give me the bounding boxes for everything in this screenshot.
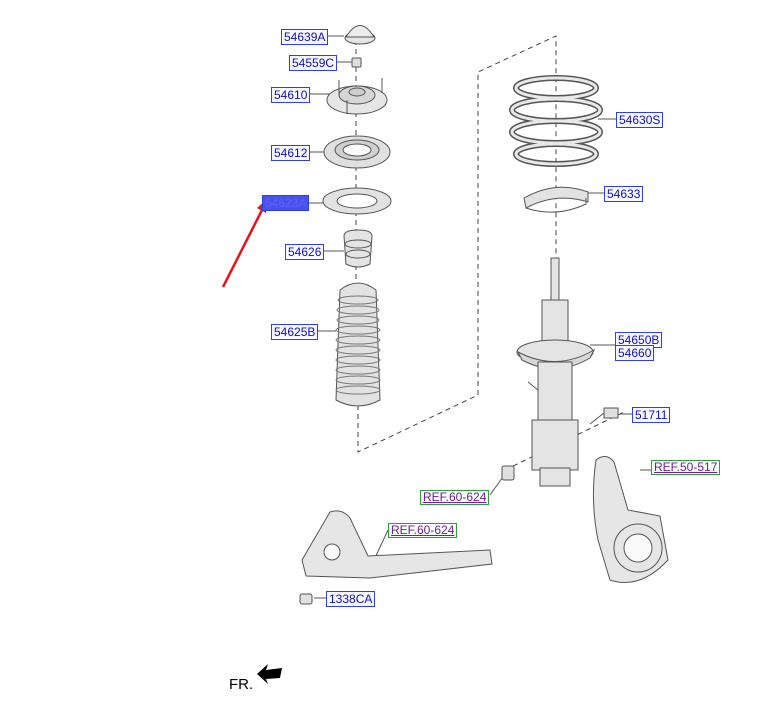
part-label-54650b[interactable]: 54650B xyxy=(615,332,663,348)
front-direction-arrow-icon xyxy=(257,664,282,684)
part-label-54559c[interactable]: 54559C xyxy=(289,55,338,71)
part-label-54625b[interactable]: 54625B xyxy=(271,324,319,340)
part-label-51711[interactable]: 51711 xyxy=(632,407,671,423)
part-label-54612[interactable]: 54612 xyxy=(271,145,311,161)
ref-link-50-517[interactable]: REF.50-517 xyxy=(651,460,721,475)
part-label-54630s[interactable]: 54630S xyxy=(616,112,664,128)
part-label-54639a[interactable]: 54639A xyxy=(281,29,329,45)
ref-link-60-624-subframe[interactable]: REF.60-624 xyxy=(388,523,458,538)
part-label-1338ca[interactable]: 1338CA xyxy=(326,591,376,607)
front-direction-label: FR. xyxy=(229,676,254,693)
part-label-54626[interactable]: 54626 xyxy=(285,244,325,260)
ref-link-60-624-nut[interactable]: REF.60-624 xyxy=(420,490,490,505)
part-label-54623a[interactable]: 54623A xyxy=(262,195,310,211)
part-label-54610[interactable]: 54610 xyxy=(271,87,311,103)
part-label-54633[interactable]: 54633 xyxy=(604,186,644,202)
pointer-arrow-icon xyxy=(221,198,268,288)
part-label-54660[interactable]: 54660 xyxy=(615,345,655,361)
